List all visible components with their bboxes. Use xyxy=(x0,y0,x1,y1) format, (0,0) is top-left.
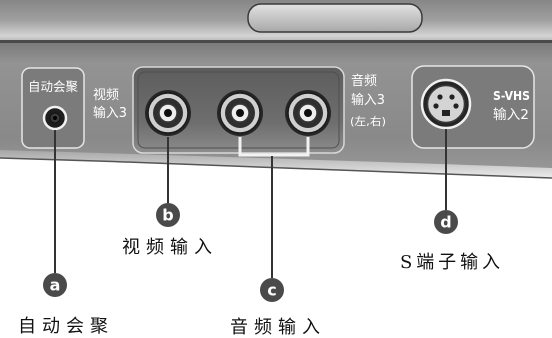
callout-c-circle xyxy=(260,278,284,302)
svhs-input-2-port: S-VHS 输入2 xyxy=(411,65,535,149)
callout-d-letter: d xyxy=(440,213,451,232)
svhs-label-line2: 输入2 xyxy=(493,107,529,123)
video-rca-jack-icon xyxy=(145,90,191,136)
audio-left-rca-jack-icon xyxy=(217,90,263,136)
callout-c-letter: c xyxy=(267,281,276,300)
top-tab xyxy=(247,3,423,33)
callout-d-circle xyxy=(434,210,458,234)
leader-lines xyxy=(54,129,447,278)
audio-jacks-bracket xyxy=(238,137,310,157)
mini-jack-icon xyxy=(42,105,68,131)
panel-bottom-bevel xyxy=(0,150,552,178)
svideo-jack-icon xyxy=(420,78,472,130)
caption-auto-convergence: 自动会聚 xyxy=(18,316,108,337)
callout-a-circle xyxy=(43,273,67,297)
video-input-3-label-line1: 视频 xyxy=(93,88,119,103)
callout-b-letter: b xyxy=(162,206,173,225)
audio-input-3-label-line1: 音频 xyxy=(351,73,377,89)
panel-bottom-edge xyxy=(0,157,552,179)
callout-a: a xyxy=(43,273,67,297)
av-input-3-recess xyxy=(132,66,345,154)
auto-convergence-port: 自动会聚 xyxy=(21,67,85,149)
audio-right-rca-jack-icon xyxy=(285,90,331,136)
callout-a-letter: a xyxy=(50,276,61,295)
callout-d: d xyxy=(434,210,458,234)
svhs-label-line1: S-VHS xyxy=(493,89,530,103)
callout-c: c xyxy=(260,278,284,302)
video-input-3-label: 视频 输入3 xyxy=(93,88,127,121)
audio-input-3-label-line2: 输入3 xyxy=(351,92,385,108)
bezel-edge xyxy=(0,40,552,43)
video-input-3-label-line2: 输入3 xyxy=(93,105,127,121)
caption-s-terminal-input: S端子输入 xyxy=(400,252,500,273)
callout-b: b xyxy=(156,203,180,227)
audio-input-3-label: 音频 输入3 (左,右) xyxy=(350,73,386,128)
callout-b-circle xyxy=(156,203,180,227)
auto-convergence-panel-label: 自动会聚 xyxy=(28,79,78,94)
caption-video-input: 视频输入 xyxy=(122,237,212,258)
caption-audio-input: 音频输入 xyxy=(230,317,320,338)
audio-input-3-label-line3: (左,右) xyxy=(350,114,386,128)
